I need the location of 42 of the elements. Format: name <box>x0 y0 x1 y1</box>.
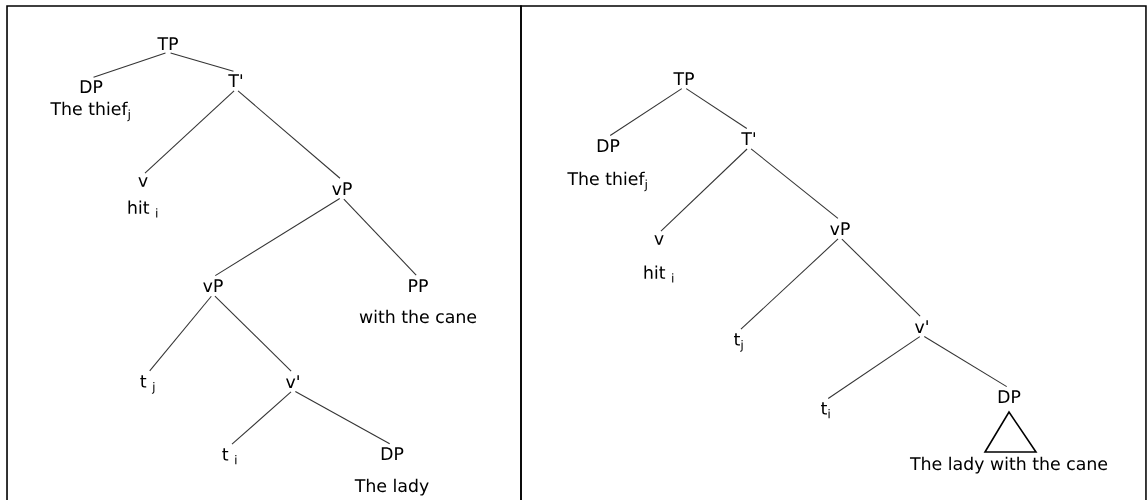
branch-line <box>237 90 341 179</box>
node-label: DP <box>998 390 1021 403</box>
branch-line <box>93 52 166 78</box>
tree-label: DP The lady <box>354 447 429 496</box>
branch-line <box>660 148 748 232</box>
tree-label: TP <box>157 37 178 50</box>
tree-label: T' <box>741 132 756 145</box>
node-label: The lady with the cane <box>909 456 1108 474</box>
branch-line <box>827 336 921 400</box>
tree-label: v' <box>286 375 299 388</box>
tree-label: t $_{i}$ <box>222 448 237 465</box>
tree-label: vP <box>332 182 352 195</box>
tree-label: vP <box>830 222 850 235</box>
tree-label: PP with the cane <box>359 279 477 324</box>
tree-label: DP The thief$_{j}$ <box>50 80 130 122</box>
tree-label: v' <box>915 320 928 333</box>
panel-frame <box>6 5 522 500</box>
tree-label: t $_{j}$ <box>140 375 155 394</box>
tree-label: DP The thief$_{j}$ <box>567 139 647 192</box>
tree-label: t$_{i}$ <box>821 402 830 419</box>
tree-label: v hit $_{i}$ <box>644 235 674 283</box>
panel-frame <box>520 5 1147 500</box>
branch-line <box>231 391 292 445</box>
branch-line <box>294 390 391 445</box>
branch-line <box>609 88 683 137</box>
branch-line <box>740 238 839 330</box>
tree-label: TP <box>673 72 694 85</box>
tree-label: t$_{j}$ <box>734 333 743 352</box>
branch-line <box>214 295 292 372</box>
tree-label: v hit $_{i}$ <box>128 177 158 218</box>
branch-line <box>923 336 1008 388</box>
branch-line <box>841 238 921 317</box>
branch-line <box>144 90 235 174</box>
branch-line <box>750 148 839 219</box>
branch-line <box>343 198 417 276</box>
tree-label: T' <box>228 74 243 87</box>
branch-line <box>685 88 748 130</box>
branch-line <box>149 295 212 372</box>
branch-line <box>170 52 234 72</box>
branch-line <box>214 198 341 277</box>
phrase-triangle-node: DP The lady with the cane <box>909 390 1108 474</box>
tree-label: vP <box>203 279 223 292</box>
